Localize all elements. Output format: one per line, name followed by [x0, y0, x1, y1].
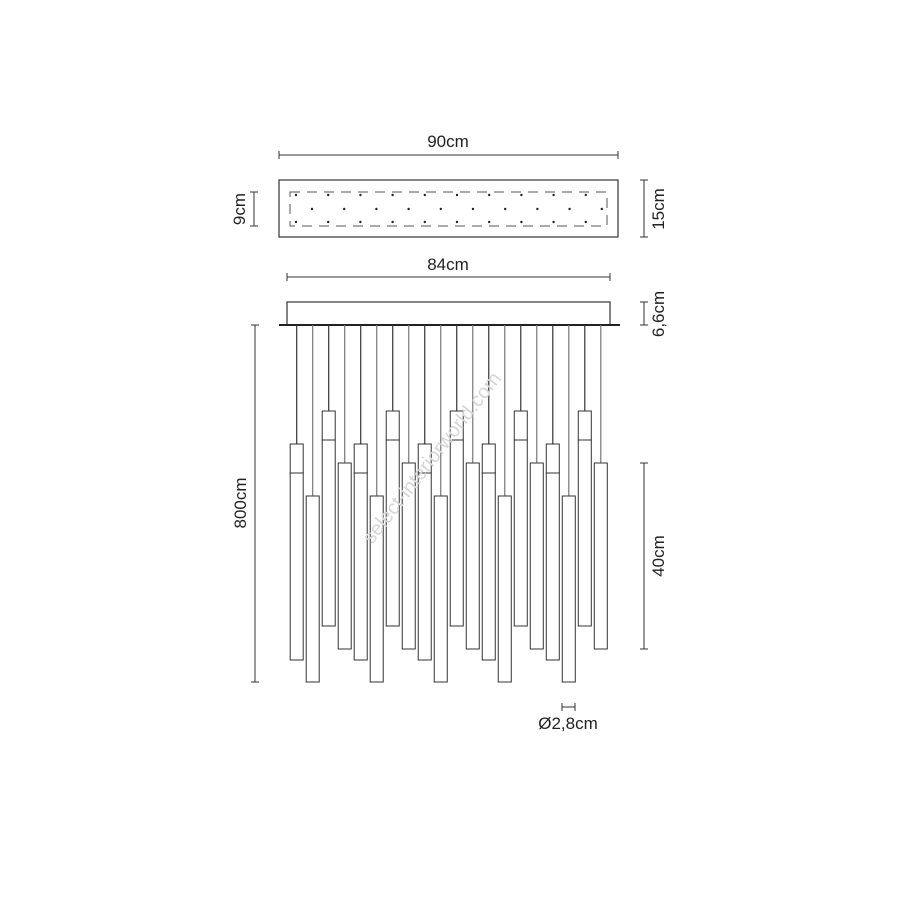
pendant-tube [305, 325, 320, 683]
pendant-tube [529, 325, 544, 650]
mount-point-dot [488, 220, 491, 224]
tube-body [497, 495, 512, 683]
tube-body [449, 439, 464, 627]
mount-point-dot [391, 193, 394, 197]
mount-points [294, 193, 603, 224]
tube-cap [321, 410, 336, 441]
pendant-tube [513, 325, 528, 627]
inner-depth-label: 9cm [230, 193, 249, 225]
mount-point-dot [375, 207, 378, 211]
canopy [279, 301, 620, 326]
mount-point-dot [327, 193, 330, 197]
tube-cap [289, 443, 304, 474]
mount-point-dot [568, 207, 571, 211]
tube-body [561, 495, 576, 683]
pendant-tube [593, 325, 608, 650]
inner-depth-dimension: 9cm [230, 191, 258, 227]
pendant-tube [561, 325, 576, 683]
tube-body [353, 472, 368, 661]
mount-point-dot [439, 207, 442, 211]
mount-point-dot [600, 207, 603, 211]
tube-cap [385, 410, 400, 441]
mount-point-dot [584, 220, 587, 224]
total-height-label: 800cm [231, 477, 250, 528]
tube-body [337, 462, 352, 650]
tube-body [513, 439, 528, 627]
pendant-tube [401, 325, 416, 650]
tube-length-dimension: 40cm [640, 462, 668, 650]
pendant-tube [289, 325, 304, 661]
pendant-tube [321, 325, 336, 627]
mount-point-dot [520, 193, 523, 197]
canopy-width-label: 84cm [427, 255, 469, 274]
tube-body [417, 472, 432, 661]
tube-body [545, 472, 560, 661]
mount-point-dot [455, 220, 459, 224]
mount-point-dot [310, 207, 314, 211]
mount-point-dot [407, 207, 410, 211]
tube-body [385, 439, 400, 627]
mount-point-dot [471, 207, 475, 211]
mount-point-dot [423, 193, 426, 197]
pendant-tube [545, 325, 560, 661]
tube-cap [353, 443, 368, 474]
tube-body [369, 495, 384, 683]
mount-point-dot [423, 220, 426, 224]
tube-body [433, 495, 448, 683]
tube-body [481, 472, 496, 661]
canopy-width-dimension: 84cm [286, 255, 611, 281]
mount-point-dot [552, 220, 555, 224]
tube-cap [513, 410, 528, 441]
tube-cap [481, 443, 496, 474]
tube-body [593, 462, 608, 650]
mount-point-dot [327, 220, 330, 224]
pendant-tube [497, 325, 512, 683]
width-label: 90cm [427, 132, 469, 151]
canopy-height-dimension: 6,6cm [640, 291, 668, 337]
canopy-height-label: 6,6cm [649, 291, 668, 337]
pendant-tubes [289, 325, 608, 683]
mount-point-dot [455, 193, 459, 197]
pendant-tube [369, 325, 384, 683]
tube-diameter-dimension: Ø2,8cm [538, 703, 598, 733]
tube-cap [545, 443, 560, 474]
pendant-tube [465, 325, 480, 650]
total-height-dimension: 800cm [231, 324, 259, 683]
tube-body [321, 439, 336, 627]
depth-label: 15cm [649, 188, 668, 230]
mount-point-dot [294, 193, 298, 197]
tube-cap [577, 410, 592, 441]
pendant-tube [433, 325, 448, 683]
pendant-tube [577, 325, 592, 627]
mount-point-dot [552, 193, 555, 197]
mount-point-dot [536, 207, 539, 211]
tube-body [577, 439, 592, 627]
mount-point-dot [391, 220, 394, 224]
pendant-tube [449, 325, 464, 627]
tube-body [305, 495, 320, 683]
tube-body [289, 472, 304, 661]
pendant-tube [417, 325, 432, 661]
pendant-tube [481, 325, 496, 661]
mount-point-dot [520, 220, 523, 224]
tube-body [529, 462, 544, 650]
mount-point-dot [294, 220, 298, 224]
mount-point-dot [584, 193, 587, 197]
mount-point-dot [359, 193, 362, 197]
tube-diameter-label: Ø2,8cm [538, 714, 598, 733]
tube-body [401, 462, 416, 650]
tube-body [465, 462, 480, 650]
pendant-tube [353, 325, 368, 661]
depth-dimension: 15cm [640, 179, 668, 238]
mount-point-dot [359, 220, 362, 224]
tube-length-label: 40cm [649, 535, 668, 577]
mount-point-dot [343, 207, 346, 211]
mount-point-dot [504, 207, 507, 211]
width-dimension: 90cm [278, 132, 619, 159]
pendant-tube [337, 325, 352, 650]
top-view [278, 179, 619, 238]
pendant-tube [385, 325, 400, 627]
mount-point-dot [488, 193, 491, 197]
